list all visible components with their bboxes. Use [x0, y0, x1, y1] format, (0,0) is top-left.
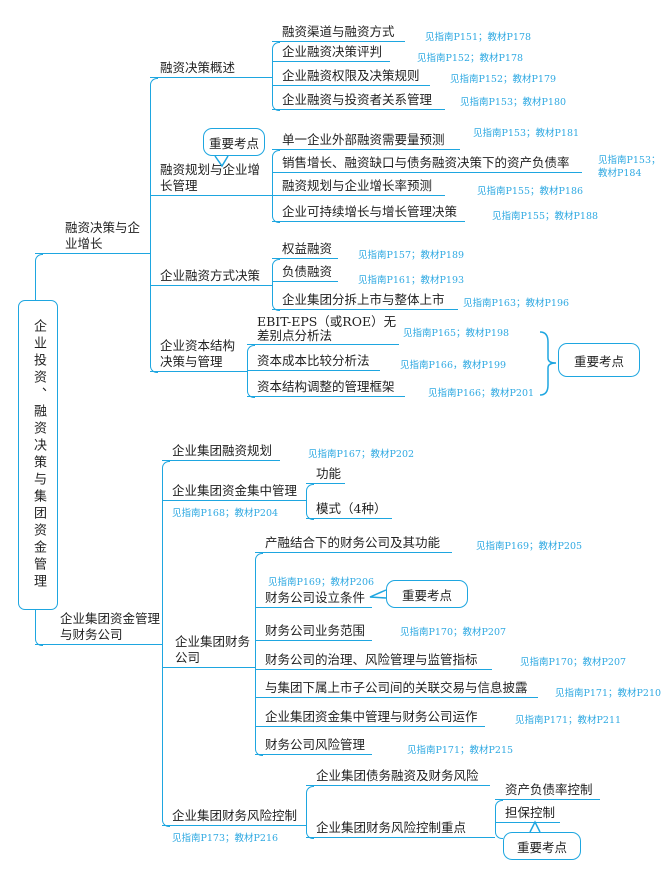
- list-item: 产融结合下的财务公司及其功能: [255, 535, 452, 553]
- page-ref: 见指南P166；教材P201: [428, 388, 535, 399]
- page-ref: 见指南P167；教材P202: [308, 449, 415, 460]
- page-ref: 见指南P157；教材P189: [358, 250, 465, 261]
- list-item: 企业集团债务融资及财务风险: [306, 768, 490, 786]
- page-ref: 见指南P171；教材P211: [515, 715, 622, 726]
- page-ref: 见指南P163；教材P196: [463, 298, 570, 309]
- list-item: 财务公司设立条件: [255, 590, 372, 608]
- page-ref: 见指南P170；教材P207: [400, 627, 507, 638]
- list-item: 企业融资与投资者关系管理: [272, 92, 445, 110]
- list-item: 功能: [306, 466, 345, 484]
- page-ref: 见指南P165；教材P198: [403, 328, 510, 339]
- branch-financing-growth: 融资决策与企业增长: [35, 220, 150, 254]
- node-methods: 企业融资方式决策: [150, 268, 272, 286]
- node-planning: 融资规划与企业增长管理: [150, 162, 272, 196]
- list-item: 财务公司业务范围: [255, 623, 372, 641]
- list-item: 融资规划与企业增长率预测: [272, 178, 445, 196]
- list-item: 企业集团财务风险控制重点: [306, 820, 495, 838]
- list-item: 企业可持续增长与增长管理决策: [272, 204, 465, 222]
- key-point-badge: 重要考点: [386, 580, 468, 608]
- page-ref: 见指南P153；教材P180: [460, 97, 567, 108]
- list-item: 企业集团资金集中管理与财务公司运作: [255, 709, 485, 727]
- key-point-badge: 重要考点: [558, 343, 640, 377]
- connector: [255, 553, 263, 756]
- page-ref: 见指南P173；教材P216: [172, 833, 279, 844]
- list-item: EBIT-EPS（或ROE）无差别点分析法: [247, 315, 399, 345]
- page-ref: 教材P184: [598, 168, 642, 179]
- list-item: 与集团下属上市子公司间的关联交易与信息披露: [255, 680, 538, 698]
- page-ref: 见指南P153；教材P181: [473, 128, 580, 139]
- connector: [272, 150, 280, 223]
- list-item: 企业融资决策评判: [272, 44, 390, 62]
- branch-group-funds: 企业集团资金管理与财务公司: [35, 611, 162, 645]
- page-ref: 见指南P155；教材P186: [477, 186, 584, 197]
- list-item: 融资渠道与融资方式: [272, 24, 405, 42]
- connector: [150, 78, 158, 373]
- list-item: 单一企业外部融资需要量预测: [272, 132, 460, 150]
- connector: [306, 484, 314, 520]
- page-ref: 见指南P153；: [598, 155, 661, 166]
- connector: [247, 345, 255, 398]
- node-financing-plan: 企业集团融资规划: [162, 443, 280, 461]
- key-point-badge: 重要考点: [203, 128, 265, 156]
- page-ref: 见指南P169；教材P205: [476, 541, 583, 552]
- page-ref: 见指南P170；教材P207: [520, 657, 627, 668]
- list-item: 模式（4种）: [306, 501, 392, 519]
- page-ref: 见指南P152；教材P178: [417, 53, 524, 64]
- page-ref: 见指南P166，教材P199: [400, 360, 507, 371]
- list-item: 企业集团分拆上市与整体上市: [272, 292, 458, 310]
- connector: [272, 259, 280, 311]
- list-item: 资本结构调整的管理框架: [247, 379, 405, 397]
- connector: [272, 42, 280, 111]
- list-item: 资产负债率控制: [495, 782, 600, 800]
- list-item: 销售增长、融资缺口与债务融资决策下的资产负债率: [272, 155, 582, 173]
- root-label: 企业投资、融资决策与集团资金管理: [31, 319, 46, 591]
- page-ref: 见指南P151；教材P178: [425, 32, 532, 43]
- connector: [495, 800, 503, 839]
- root-node: 企业投资、融资决策与集团资金管理: [18, 300, 58, 610]
- key-point-badge: 重要考点: [503, 832, 581, 860]
- list-item: 负债融资: [272, 264, 338, 282]
- list-item: 财务公司的治理、风险管理与监管指标: [255, 652, 492, 670]
- list-item: 资本成本比较分析法: [247, 353, 380, 371]
- page-ref: 见指南P152；教材P179: [450, 74, 557, 85]
- page-ref: 见指南P169；教材P206: [268, 577, 375, 588]
- connector: [306, 786, 314, 839]
- list-item: 企业融资权限及决策规则: [272, 68, 430, 86]
- node-finance-company: 企业集团财务公司: [162, 634, 255, 668]
- list-item: 担保控制: [495, 805, 560, 823]
- node-overview: 融资决策概述: [150, 60, 272, 78]
- page-ref: 见指南P155；教材P188: [492, 211, 599, 222]
- node-centralized: 企业集团资金集中管理: [162, 483, 306, 501]
- page-ref: 见指南P168；教材P204: [172, 508, 279, 519]
- node-risk-control: 企业集团财务风险控制: [162, 808, 306, 826]
- page-ref: 见指南P161；教材P193: [358, 275, 465, 286]
- page-ref: 见指南P171；教材P215: [407, 745, 514, 756]
- list-item: 权益融资: [272, 241, 338, 259]
- list-item: 财务公司风险管理: [255, 737, 372, 755]
- node-capital-structure: 企业资本结构决策与管理: [150, 338, 247, 372]
- page-ref: 见指南P171；教材P210: [555, 688, 662, 699]
- connector: [162, 461, 170, 827]
